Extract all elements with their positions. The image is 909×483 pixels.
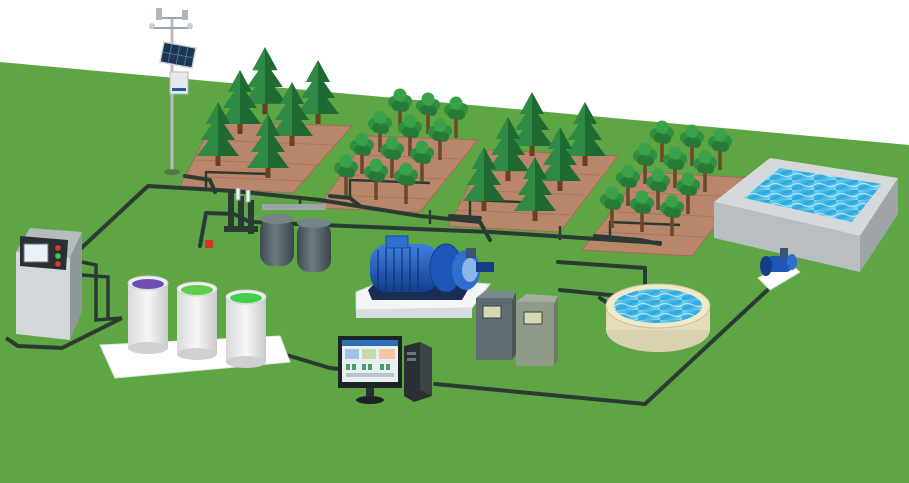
weather-station (149, 8, 197, 175)
fertilizer-tank-3 (225, 289, 267, 368)
sand-filter-2 (297, 218, 331, 272)
control-cabinet-1 (476, 290, 516, 360)
sand-filter-1 (260, 214, 294, 266)
monitoring-computer (338, 336, 432, 404)
fertilizer-tank-2 (176, 281, 218, 360)
electric-motor-pump (355, 235, 494, 318)
sand-filters (205, 187, 331, 272)
fertilizer-tanks (99, 275, 291, 379)
fertilizer-tank-1 (127, 275, 169, 354)
sedimentation-tank (605, 283, 711, 352)
control-cabinets (476, 290, 558, 366)
water-reservoir (714, 158, 898, 272)
indicator-light-red (55, 245, 61, 251)
indicator-light-red-2 (55, 261, 61, 267)
controller-screen (23, 243, 49, 263)
control-cabinet-2 (516, 294, 558, 366)
irrigation-controller (4, 228, 123, 351)
intake-pump (757, 248, 801, 291)
indicator-light-green (55, 253, 61, 259)
